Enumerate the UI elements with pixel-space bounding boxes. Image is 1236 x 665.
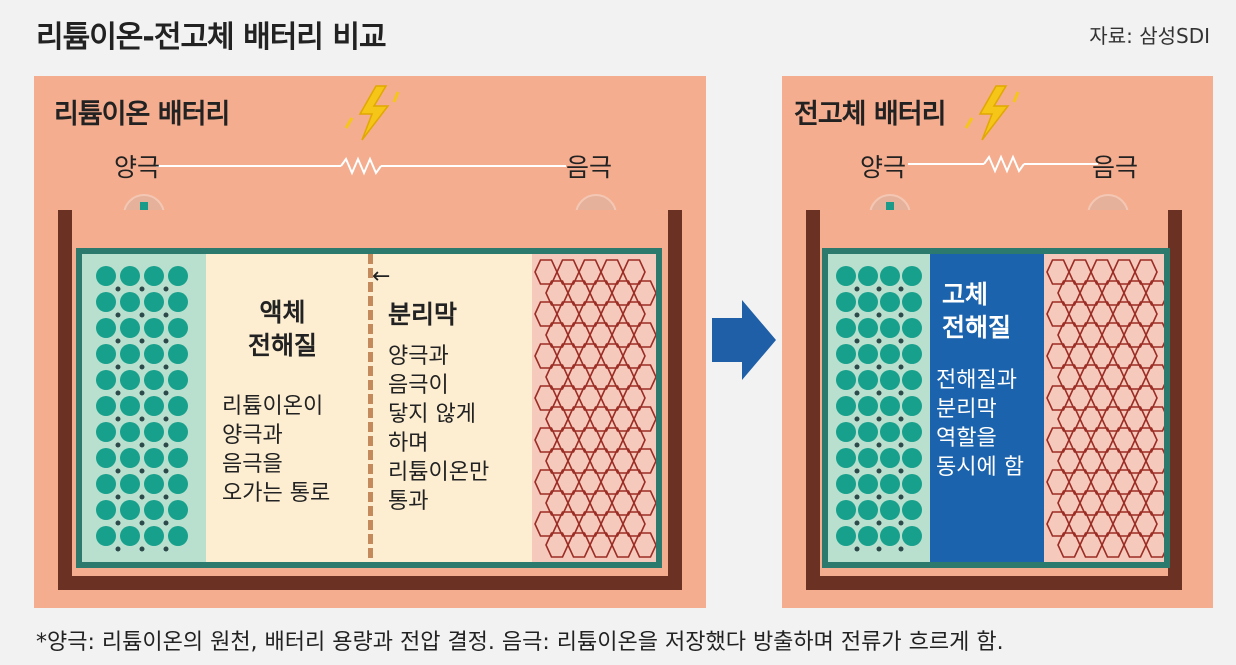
negative-label: 음극 [566, 153, 613, 182]
cathode-region [1044, 254, 1164, 562]
anode-particles [96, 266, 188, 552]
lightning-icon [964, 85, 1020, 141]
solid-electrolyte-region [930, 254, 1044, 562]
footnote: *양극: 리튬이온의 원천, 배터리 용량과 전압 결정. 음극: 리튬이온을 … [36, 630, 1004, 655]
positive-label: 양극 [860, 153, 907, 182]
negative-label: 음극 [1092, 153, 1139, 182]
solid-state-title: 전고체 배터리 [794, 99, 946, 130]
solid-electrolyte-desc: 전해질과 분리막 역할을 동시에 함 [936, 368, 1024, 480]
separator-desc: 양극과 음극이 닿지 않게 하며 리튬이온만 통과 [388, 344, 490, 514]
chart-title: 리튬이온-전고체 배터리 비교 [36, 20, 387, 55]
liquid-electrolyte-desc: 리튬이온이 양극과 음극을 오가는 통로 [222, 394, 331, 506]
separator-heading: 분리막 [388, 300, 458, 329]
lightning-icon [344, 85, 400, 141]
cathode-lattice [534, 259, 656, 558]
lithium-ion-title: 리튬이온 배터리 [54, 99, 230, 130]
cathode-region [532, 254, 656, 562]
anode-region [828, 254, 930, 562]
anode-particles [836, 266, 922, 552]
lithium-ion-panel: 리튬이온 배터리 양극 음극 액체 [34, 76, 706, 608]
cathode-lattice [1046, 259, 1164, 558]
positive-label: 양극 [114, 153, 161, 182]
right-arrow-icon [712, 300, 776, 380]
battery-cell: 고체 전해질 전해질과 분리막 역할을 동시에 함 [822, 248, 1170, 568]
ion-arrow: ← [372, 264, 391, 289]
liquid-electrolyte-heading: 액체 전해질 [248, 298, 318, 360]
anode-region [82, 254, 206, 562]
solid-state-panel: 전고체 배터리 양극 음극 고체 전해질 전 [782, 76, 1213, 608]
resistor-icon [156, 156, 566, 176]
separator [368, 254, 373, 562]
solid-electrolyte-heading: 고체 전해질 [942, 280, 1012, 342]
source-label: 자료: 삼성SDI [1089, 24, 1210, 48]
battery-cell: 액체 전해질 리튬이온이 양극과 음극을 오가는 통로 ← 분리막 양극과 음극… [76, 248, 662, 568]
resistor-icon [908, 154, 1098, 174]
